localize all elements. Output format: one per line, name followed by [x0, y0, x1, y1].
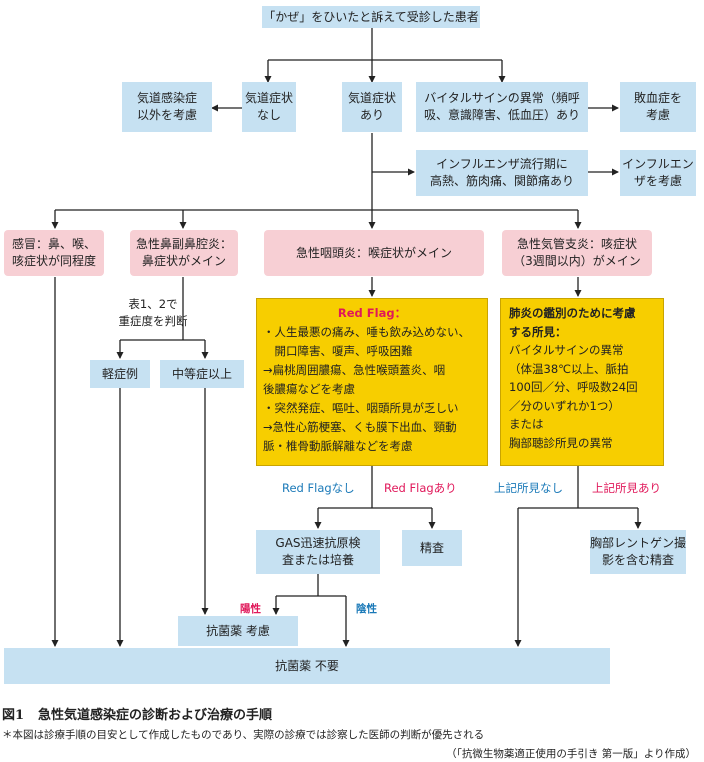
sinusitis-box: 急性鼻副鼻腔炎：鼻症状がメイン [130, 230, 238, 276]
pharyngitis-box: 急性咽頭炎：喉症状がメイン [264, 230, 484, 276]
airway-symptoms-box: 気道症状あり [342, 82, 402, 132]
red-flag-line: 開口障害、嗄声、呼吸困難 [263, 344, 413, 358]
gas-test-box: GAS迅速抗原検査または培養 [256, 530, 380, 574]
common-cold-box: 感冒：鼻、喉、咳症状が同程度 [4, 230, 104, 276]
red-flag-line: 脈・椎骨動脈解離などを考慮 [263, 439, 413, 453]
figure-caption: 図1 急性気道感染症の診断および治療の手順 ＊本図は診療手順の目安として作成したも… [2, 704, 702, 761]
severity-note: 表1、2で 重症度を判断 [118, 297, 188, 328]
sepsis-box: 敗血症を考慮 [620, 82, 696, 132]
figure-title: 急性気道感染症の診断および治療の手順 [38, 708, 273, 723]
above-findings-no-label: 上記所見なし [494, 481, 563, 495]
caption-note: ＊本図は診療手順の目安として作成したものであり、実際の診療では診察した医師の判断… [2, 729, 485, 741]
pneumonia-line: バイタルサインの異常 [509, 343, 624, 357]
pneumonia-line: 胸部聴診所見の異常 [509, 435, 613, 450]
red-flag-line: 後膿瘍などを考慮 [263, 382, 355, 396]
connectors [51, 28, 642, 647]
influenza-consider-box: インフルエンザを考慮 [620, 150, 696, 196]
no-airway-symptoms-box: 気道症状なし [242, 82, 296, 132]
chest-xray-box: 胸部レントゲン撮影を含む精査 [590, 530, 686, 574]
figure-number: 図1 [2, 708, 25, 723]
positive-label: 陽性 [240, 603, 261, 615]
patient-box: 「かぜ」をひいたと訴えて受診した患者 [262, 6, 480, 28]
pneumonia-line: 100回／分、呼吸数24回 [509, 380, 638, 394]
other-than-rti-box: 気道感染症以外を考慮 [122, 82, 212, 132]
influenza-season-box: インフルエンザ流行期に高熱、筋肉痛、関節痛あり [416, 150, 588, 196]
red-flag-box: Red Flag： ・人生最悪の痛み、唾も飲み込めない、 開口障害、嗄声、呼吸困… [256, 298, 488, 466]
red-flag-line: →急性心筋梗塞、くも膜下出血、頸動 [263, 420, 457, 434]
red-flag-line: ・人生最悪の痛み、唾も飲み込めない、 [263, 325, 470, 339]
moderate-box: 中等症以上 [160, 360, 244, 388]
red-flag-line: →扁桃周囲膿瘍、急性喉頭蓋炎、咽 [263, 363, 446, 377]
pneumonia-line: （体温38℃以上、脈拍 [509, 361, 629, 376]
pneumonia-title: する所見： [509, 324, 567, 339]
red-flag-title: Red Flag： [337, 306, 407, 320]
antibiotics-unneeded-box: 抗菌薬 不要 [4, 648, 610, 684]
red-flag-yes-label: Red Flagあり [384, 481, 457, 495]
pneumonia-line: または [509, 417, 544, 431]
red-flag-line: ・突然発症、嘔吐、咽頭所見が乏しい [263, 401, 459, 415]
above-findings-yes-label: 上記所見あり [592, 481, 661, 495]
vital-abnormal-box: バイタルサインの異常（頻呼吸、意識障害、低血圧）あり [416, 82, 588, 132]
caption-source: （「抗微生物薬適正使用の手引き 第一版」より作成） [446, 748, 696, 760]
antibiotics-consider-box: 抗菌薬 考慮 [178, 616, 298, 646]
red-flag-no-label: Red Flagなし [282, 481, 355, 495]
mild-box: 軽症例 [90, 360, 150, 388]
pneumonia-line: ／分のいずれか1つ） [509, 398, 620, 413]
caption-title: 図1 急性気道感染症の診断および治療の手順 [2, 704, 702, 723]
workup-box: 精査 [402, 530, 462, 566]
bronchitis-box: 急性気管支炎：咳症状（3週間以内）がメイン [502, 230, 652, 276]
flowchart: 「かぜ」をひいたと訴えて受診した患者 気道感染症以外を考慮 気道症状なし 気道症… [4, 6, 696, 684]
pneumonia-findings-box: 肺炎の鑑別のために考慮 する所見： バイタルサインの異常 （体温38℃以上、脈拍… [500, 298, 664, 466]
negative-label: 陰性 [356, 603, 377, 615]
pneumonia-title: 肺炎の鑑別のために考慮 [509, 306, 636, 320]
